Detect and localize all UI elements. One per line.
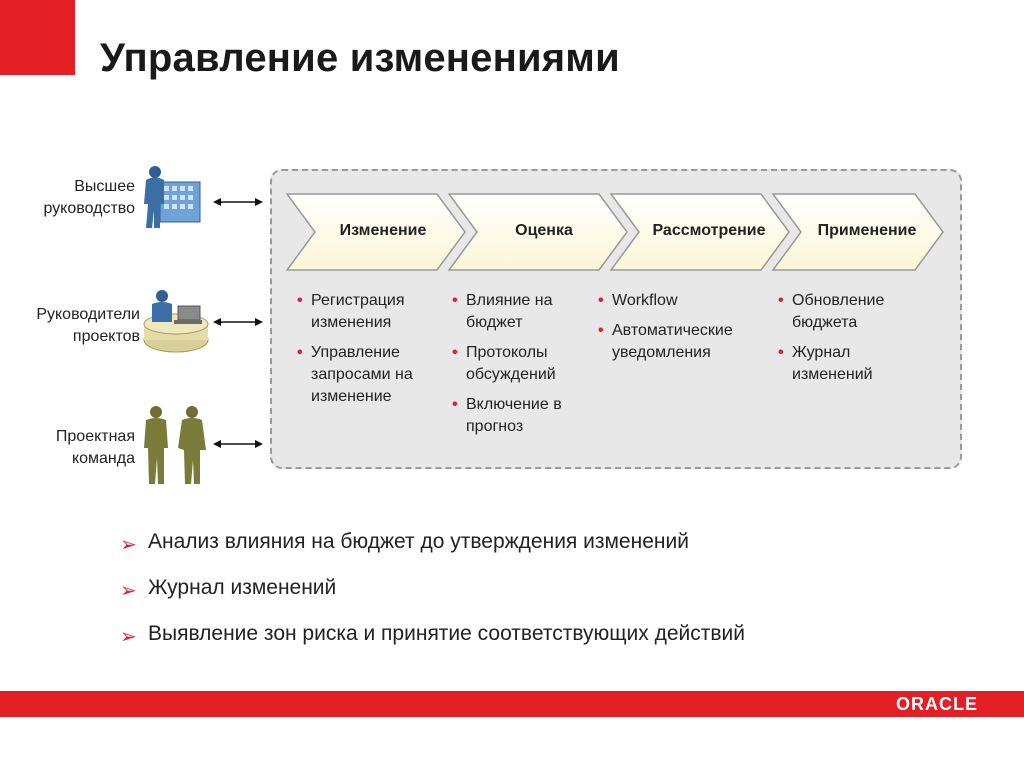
role-label-line: Проектная bbox=[55, 428, 135, 445]
role-label-line: проектов bbox=[72, 328, 140, 345]
double-arrow-icon bbox=[213, 198, 263, 206]
arrow-bullet-icon: ➢ bbox=[120, 626, 137, 648]
executive-at-building-icon bbox=[144, 166, 201, 228]
stage-bullet: Протоколы обсуждений bbox=[452, 342, 597, 386]
manager-at-desk-icon bbox=[143, 290, 209, 353]
summary-list: ➢ Анализ влияния на бюджет до утверждени… bbox=[120, 530, 745, 668]
stage-bullet: Влияние на бюджет bbox=[452, 290, 597, 334]
process-chevrons bbox=[285, 193, 944, 271]
summary-item: ➢ Журнал изменений bbox=[120, 576, 745, 622]
summary-item: ➢ Анализ влияния на бюджет до утверждени… bbox=[120, 530, 745, 576]
oracle-logo: ORACLE bbox=[896, 694, 978, 714]
role-label-project-team: Проектная команда bbox=[20, 426, 135, 470]
role-label-project-managers: Руководители проектов bbox=[10, 304, 140, 348]
summary-item-text: Журнал изменений bbox=[148, 576, 337, 599]
stage-bullet: Обновление бюджета bbox=[778, 290, 928, 334]
brand-corner-block bbox=[0, 0, 75, 75]
arrow-bullet-icon: ➢ bbox=[120, 580, 137, 602]
page-title: Управление изменениями bbox=[100, 36, 620, 80]
stage-label-review: Рассмотрение bbox=[652, 222, 766, 239]
stage-column-apply: Обновление бюджета Журнал изменений bbox=[778, 290, 928, 394]
chevron-stage-3 bbox=[609, 193, 790, 271]
summary-item-text: Выявление зон риска и принятие соответст… bbox=[148, 622, 746, 645]
role-label-line: Руководители bbox=[36, 306, 140, 323]
project-team-icon bbox=[144, 406, 206, 484]
chevron-stage-4 bbox=[771, 193, 944, 271]
footer-bar bbox=[0, 691, 1024, 717]
role-label-line: руководство bbox=[43, 200, 135, 217]
stage-bullet: Журнал изменений bbox=[778, 342, 928, 386]
stage-column-assessment: Влияние на бюджет Протоколы обсуждений В… bbox=[452, 290, 597, 446]
role-label-executives: Высшее руководство bbox=[20, 176, 135, 220]
stage-label-assessment: Оценка bbox=[515, 222, 573, 239]
stage-column-review: Workflow Автоматические уведомления bbox=[598, 290, 773, 372]
stage-bullet: Управление запросами на изменение bbox=[297, 342, 447, 408]
stage-bullet: Включение в прогноз bbox=[452, 394, 597, 438]
role-label-line: Высшее bbox=[74, 178, 135, 195]
stage-column-change: Регистрация изменения Управление запроса… bbox=[297, 290, 447, 416]
chevron-stage-1 bbox=[285, 193, 466, 271]
arrow-bullet-icon: ➢ bbox=[120, 534, 137, 556]
double-arrow-icon bbox=[213, 318, 263, 326]
double-arrow-icon bbox=[213, 440, 263, 448]
stage-label-change: Изменение bbox=[339, 222, 427, 239]
chevron-stage-2 bbox=[447, 193, 628, 271]
summary-item: ➢ Выявление зон риска и принятие соответ… bbox=[120, 622, 745, 668]
stage-bullet: Автоматические уведомления bbox=[598, 320, 773, 364]
role-label-line: команда bbox=[71, 450, 135, 467]
stage-label-apply: Применение bbox=[817, 222, 917, 239]
stage-bullet: Workflow bbox=[598, 290, 773, 312]
summary-item-text: Анализ влияния на бюджет до утверждения … bbox=[148, 530, 689, 553]
stage-bullet: Регистрация изменения bbox=[297, 290, 447, 334]
